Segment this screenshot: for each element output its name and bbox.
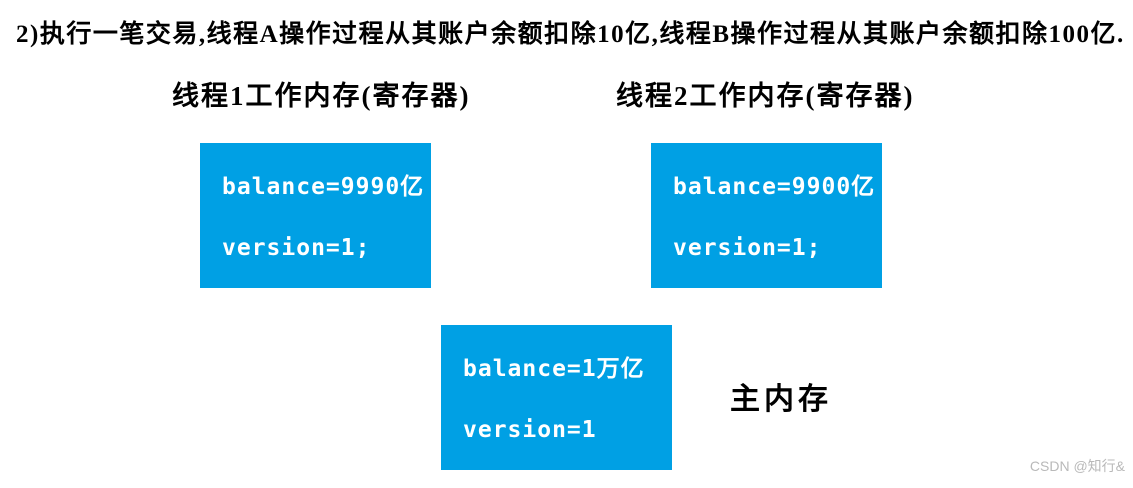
- thread2-working-memory-header: 线程2工作内存(寄存器): [616, 81, 915, 111]
- diagram-title: 2)执行一笔交易,线程A操作过程从其账户余额扣除10亿,线程B操作过程从其账户余…: [16, 21, 1125, 48]
- thread2-working-memory-box: balance=9900亿 version=1;: [651, 143, 882, 288]
- thread1-working-memory-header: 线程1工作内存(寄存器): [172, 81, 471, 111]
- thread2-version-value: version=1;: [673, 235, 822, 261]
- thread1-balance-value: balance=9990亿: [222, 174, 425, 200]
- main-memory-box: balance=1万亿 version=1: [441, 325, 672, 470]
- thread1-version-value: version=1;: [222, 235, 371, 261]
- csdn-watermark: CSDN @知行&: [1029, 458, 1125, 474]
- main-memory-balance-value: balance=1万亿: [463, 356, 645, 382]
- thread2-balance-value: balance=9900亿: [673, 174, 876, 200]
- main-memory-version-value: version=1: [463, 417, 597, 443]
- main-memory-label: 主内存: [730, 383, 832, 416]
- thread1-working-memory-box: balance=9990亿 version=1;: [200, 143, 431, 288]
